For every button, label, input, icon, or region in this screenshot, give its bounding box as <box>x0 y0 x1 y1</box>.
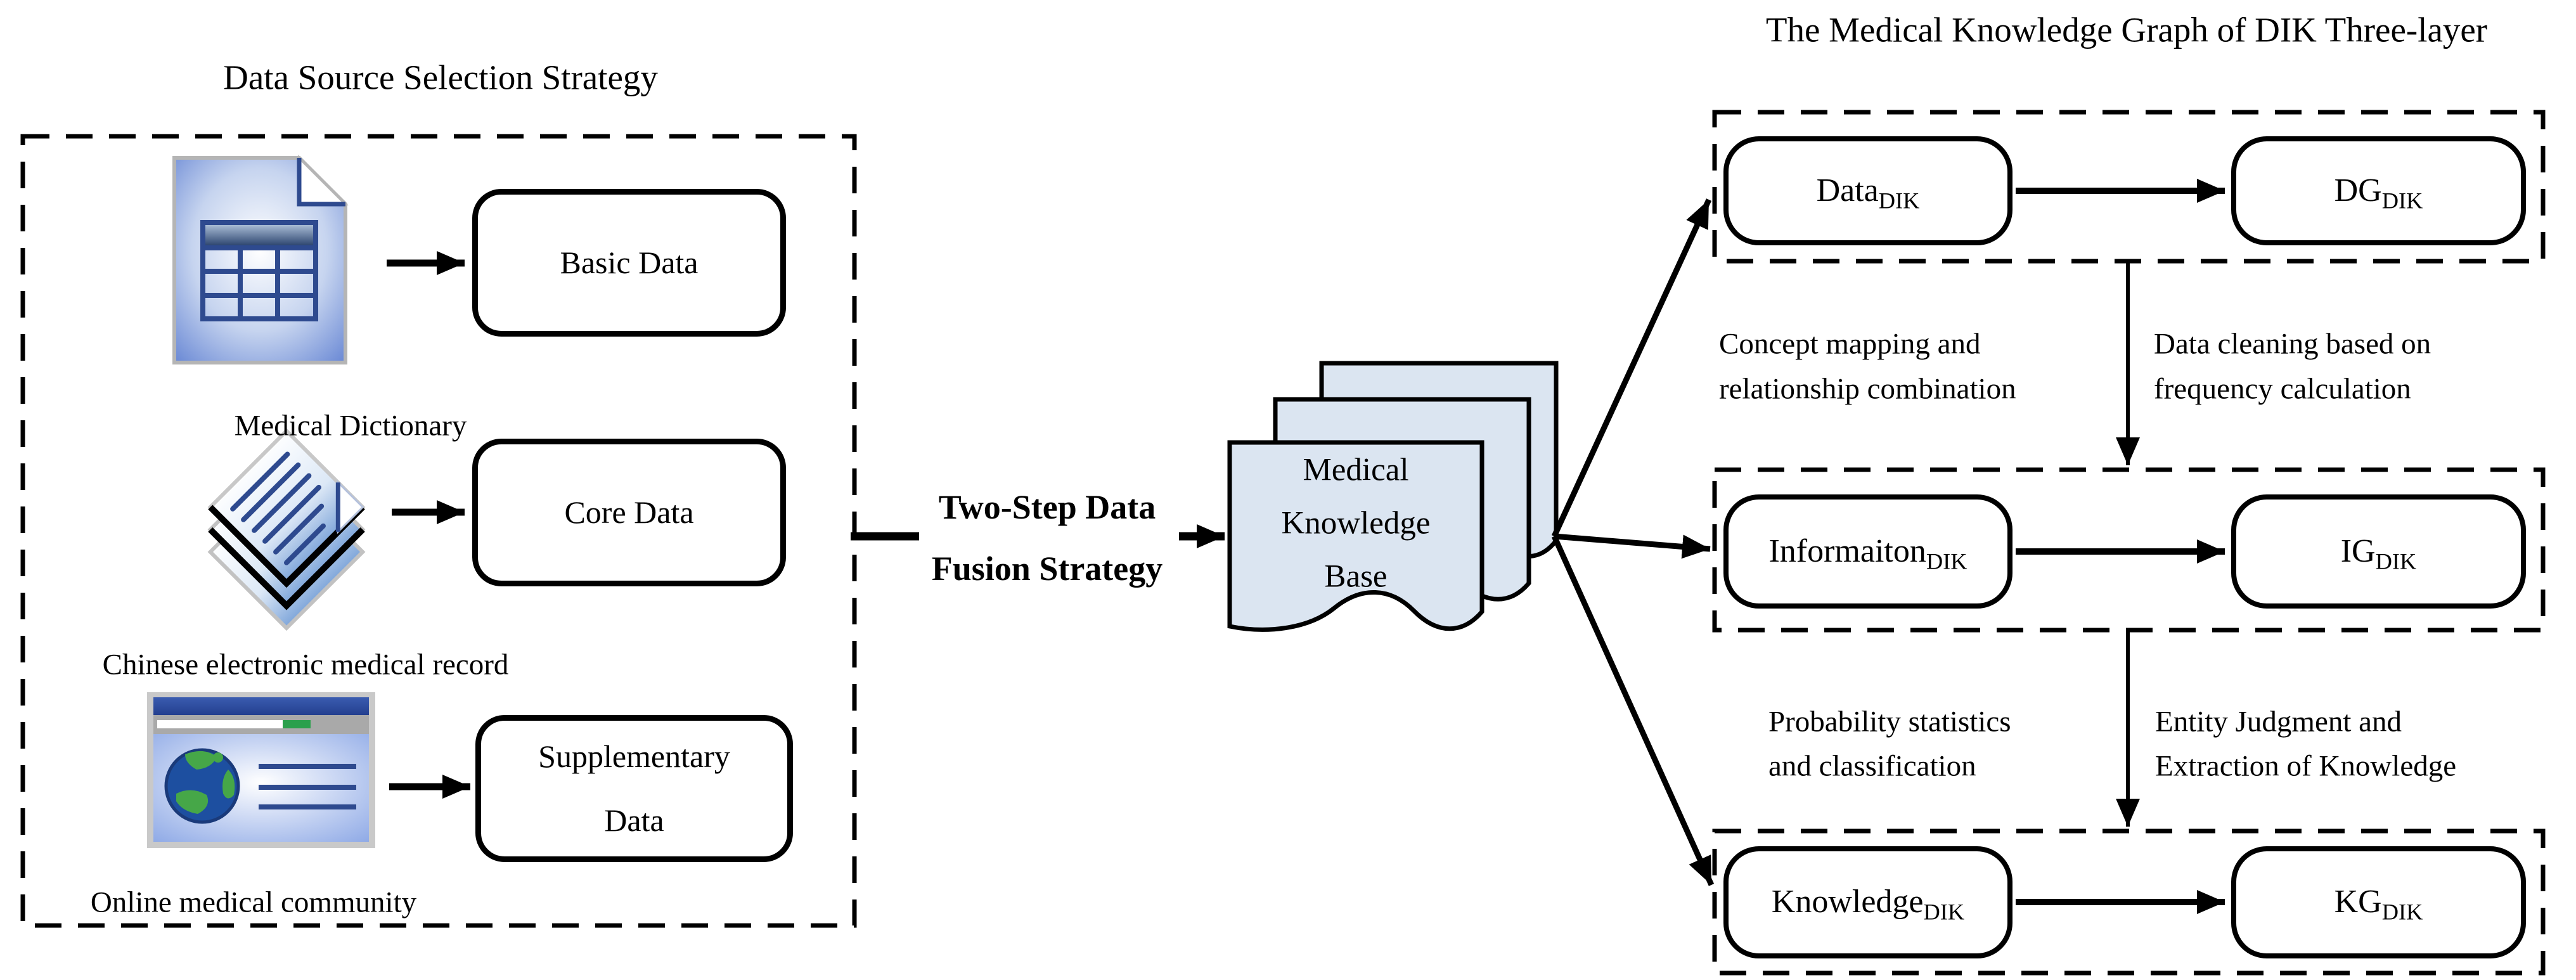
kg-dik-label: KGDIK <box>2334 884 2423 925</box>
left-section-title: Data Source Selection Strategy <box>223 58 658 97</box>
arrow-kb-to-data <box>1551 198 1712 538</box>
data-cleaning-line1: Data cleaning based on <box>2154 327 2431 361</box>
documents-stack-icon <box>207 428 366 631</box>
text-lines <box>230 451 326 565</box>
knowledge-layer-dashed-box <box>1712 828 2546 976</box>
data-dik-box: DataDIK <box>1723 136 2012 245</box>
medical-dictionary-label: Medical Dictionary <box>234 409 467 442</box>
data-dik-label: DataDIK <box>1816 172 1920 214</box>
concept-mapping-line1: Concept mapping and <box>1719 327 1981 361</box>
probability-line1: Probability statistics <box>1768 705 2011 738</box>
kb-label-line3: Base <box>1324 558 1388 595</box>
informaiton-dik-box: InformaitonDIK <box>1723 494 2012 609</box>
globe-icon <box>164 748 240 824</box>
address-bar <box>157 720 283 728</box>
dg-dik-label: DGDIK <box>2334 172 2423 214</box>
online-community-label: Online medical community <box>90 886 417 919</box>
fusion-strategy-line1: Two-Step Data <box>938 488 1156 526</box>
chinese-emr-label: Chinese electronic medical record <box>102 648 509 681</box>
knowledge-dik-box: KnowledgeDIK <box>1723 846 2012 958</box>
probability-line2: and classification <box>1768 749 1976 783</box>
kb-label-line2: Knowledge <box>1281 505 1431 541</box>
concept-mapping-line2: relationship combination <box>1719 372 2016 406</box>
spreadsheet-icon <box>172 155 349 364</box>
ig-dik-box: IGDIK <box>2231 494 2526 609</box>
information-layer-dashed-box <box>1712 467 2546 633</box>
dg-dik-box: DGDIK <box>2231 136 2526 245</box>
page-text-lines <box>259 764 356 809</box>
informaiton-dik-label: InformaitonDIK <box>1768 532 1967 574</box>
ig-dik-label: IGDIK <box>2340 532 2417 574</box>
left-dashed-box <box>20 134 857 928</box>
knowledge-dik-label: KnowledgeDIK <box>1771 884 1965 925</box>
data-layer-dashed-box <box>1712 110 2546 264</box>
entity-judgment-line1: Entity Judgment and <box>2155 705 2402 738</box>
connectors <box>387 179 2225 914</box>
arrow-kb-to-information <box>1554 533 1711 559</box>
kb-label-line1: Medical <box>1303 452 1409 488</box>
go-button <box>283 720 311 728</box>
table-grid <box>200 220 318 321</box>
data-cleaning-line2: frequency calculation <box>2154 372 2411 406</box>
arrow-kb-to-knowledge <box>1551 535 1715 886</box>
right-section-title: The Medical Knowledge Graph of DIK Three… <box>1765 10 2488 49</box>
kg-dik-box: KGDIK <box>2231 846 2526 958</box>
knowledge-base-shape <box>1227 361 1559 632</box>
entity-judgment-line2: Extraction of Knowledge <box>2155 749 2457 783</box>
fusion-strategy-line2: Fusion Strategy <box>931 550 1163 588</box>
core-data-box: Core Data <box>472 439 786 586</box>
basic-data-box: Basic Data <box>472 189 786 337</box>
supplementary-data-box: Supplementary Data <box>475 715 793 862</box>
browser-titlebar <box>153 697 369 715</box>
browser-globe-icon <box>147 692 375 848</box>
